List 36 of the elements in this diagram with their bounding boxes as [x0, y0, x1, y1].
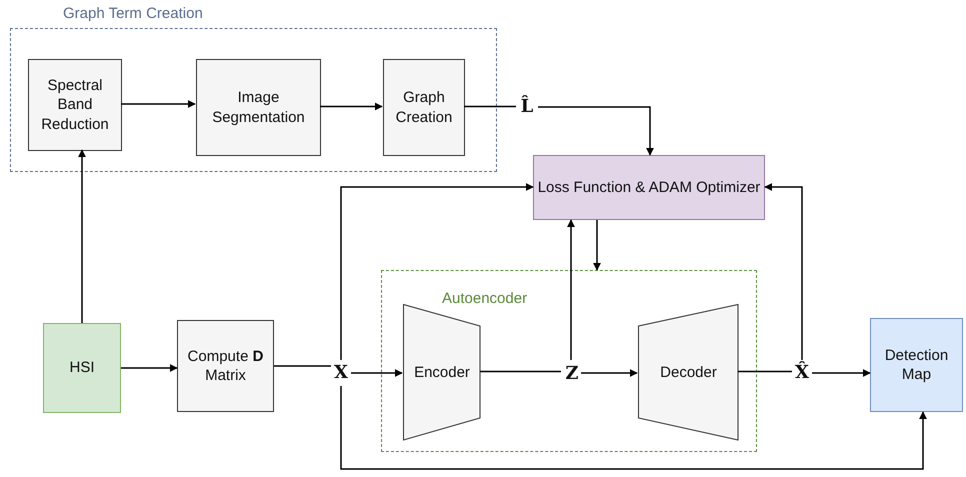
symbol-label: X̂: [795, 361, 809, 385]
arrow: [567, 219, 575, 360]
process-box: [533, 155, 765, 220]
process-box: [177, 320, 274, 412]
arrow: [340, 386, 927, 470]
box-label: Loss Function & ADAM Optimizer: [538, 178, 760, 198]
arrow: [581, 369, 638, 377]
box-label: Compute D Matrix: [186, 346, 264, 386]
symbol-label: L̂: [520, 95, 534, 119]
arrow: [340, 183, 534, 360]
arrow: [764, 183, 803, 360]
input-box: [43, 323, 121, 413]
box-label: Encoder: [414, 362, 470, 382]
group-frame: [381, 270, 757, 452]
process-box: [28, 59, 122, 151]
arrow: [351, 369, 403, 377]
arrow: [121, 364, 178, 372]
box-label: HSI: [69, 358, 94, 378]
process-box: [383, 59, 465, 156]
output-box: [870, 318, 963, 412]
arrow: [78, 149, 86, 323]
arrow: [320, 102, 383, 110]
group-heading: Graph Term Creation: [63, 4, 203, 24]
process-box: [196, 59, 321, 156]
arrow: [812, 369, 871, 377]
box-label: Graph Creation: [394, 88, 454, 127]
symbol-label: X: [334, 361, 348, 385]
group-heading: Autoencoder: [442, 289, 528, 308]
box-label: Decoder: [660, 362, 717, 382]
box-label: Spectral Band Reduction: [40, 76, 110, 134]
symbol-label: Z: [565, 362, 579, 386]
arrow: [121, 100, 196, 108]
box-label: Detection Map: [884, 346, 950, 384]
arrow: [538, 106, 654, 156]
arrow: [593, 220, 601, 271]
box-label: Image Segmentation: [211, 88, 306, 127]
